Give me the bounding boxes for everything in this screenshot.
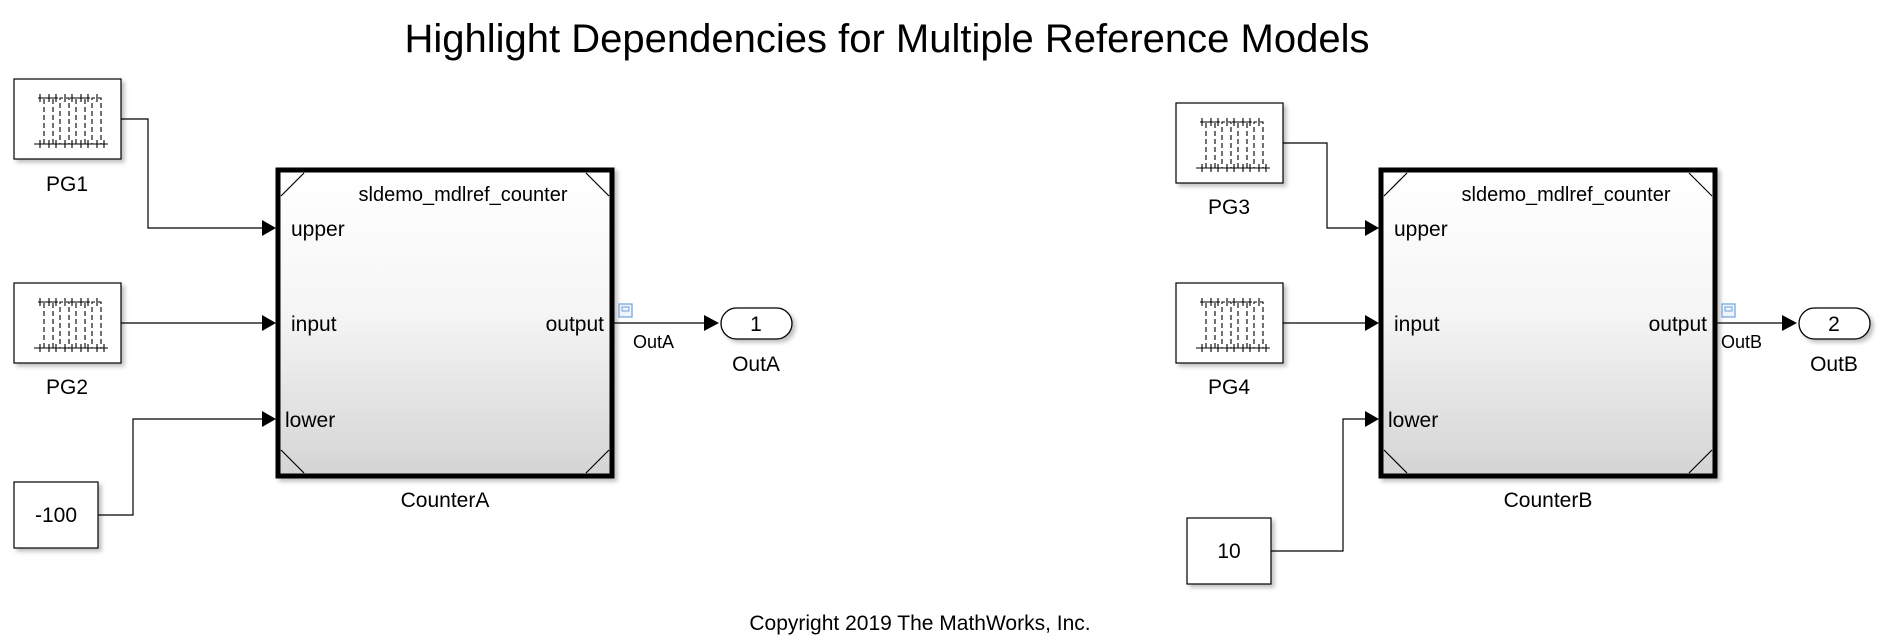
outport-1-number: 1 <box>750 313 762 336</box>
wire-const-lower[interactable] <box>98 418 262 516</box>
arrow-input-a <box>262 315 276 331</box>
pg4-label: PG4 <box>1208 376 1250 399</box>
port-output-b: output <box>1649 313 1708 336</box>
pulse-generator-pg1[interactable]: PG1 <box>13 78 122 196</box>
outport-1-name: OutA <box>732 353 780 376</box>
test-point-inner <box>1724 306 1733 312</box>
block-name-counter-a: CounterA <box>401 489 490 512</box>
port-lower-b: lower <box>1388 409 1438 432</box>
wire-const-lower-b[interactable] <box>1271 418 1365 552</box>
copyright-text: Copyright 2019 The MathWorks, Inc. <box>749 612 1090 635</box>
pulse-generator-pg3[interactable]: PG3 <box>1175 102 1284 219</box>
model-reference-corners-icon <box>1383 172 1713 474</box>
model-name-a: sldemo_mdlref_counter <box>359 184 568 206</box>
diagram-title: Highlight Dependencies for Multiple Refe… <box>405 17 1370 61</box>
outport-2[interactable]: 2 OutB <box>1798 307 1871 376</box>
constant-block-a[interactable]: -100 <box>13 481 99 549</box>
constant-a-value: -100 <box>35 504 77 527</box>
subsystem-counter-b: PG3 PG4 10 sldemo_mdlref_counter upper <box>1175 102 1871 585</box>
outport-2-name: OutB <box>1810 353 1858 376</box>
arrow-output-b <box>1782 315 1797 331</box>
port-input-a: input <box>291 313 337 336</box>
port-input-b: input <box>1394 313 1440 336</box>
arrow-upper-a <box>262 220 276 236</box>
arrow-lower-b <box>1365 411 1379 427</box>
arrow-lower-a <box>262 411 276 427</box>
pulse-generator-pg4[interactable]: PG4 <box>1175 282 1284 399</box>
model-reference-corners-icon <box>280 172 610 474</box>
pg1-label: PG1 <box>46 173 88 196</box>
port-upper-b: upper <box>1394 218 1448 241</box>
subsystem-counter-a: PG1 PG2 -100 sldemo_mdlref_counter upper <box>13 78 793 549</box>
test-point-inner <box>621 306 630 312</box>
wire-pg1-upper[interactable] <box>121 118 262 229</box>
signal-label-b: OutB <box>1721 332 1762 352</box>
pulse-generator-pg2[interactable]: PG2 <box>13 282 122 399</box>
port-lower-a: lower <box>285 409 335 432</box>
arrow-input-b <box>1365 315 1379 331</box>
model-name-b: sldemo_mdlref_counter <box>1462 184 1671 206</box>
model-reference-block-a[interactable]: sldemo_mdlref_counter upper input lower … <box>275 167 615 512</box>
port-output-a: output <box>546 313 605 336</box>
arrow-output-a <box>704 315 719 331</box>
signal-label-a: OutA <box>633 332 674 352</box>
outport-2-number: 2 <box>1828 313 1840 336</box>
block-name-counter-b: CounterB <box>1504 489 1593 512</box>
arrow-upper-b <box>1365 220 1379 236</box>
wire-pg3-upper[interactable] <box>1283 142 1365 229</box>
constant-b-value: 10 <box>1217 540 1240 563</box>
model-reference-block-b[interactable]: sldemo_mdlref_counter upper input lower … <box>1378 167 1718 512</box>
constant-block-b[interactable]: 10 <box>1186 517 1272 585</box>
outport-1[interactable]: 1 OutA <box>720 307 793 376</box>
port-upper-a: upper <box>291 218 345 241</box>
pg3-label: PG3 <box>1208 196 1250 219</box>
pg2-label: PG2 <box>46 376 88 399</box>
